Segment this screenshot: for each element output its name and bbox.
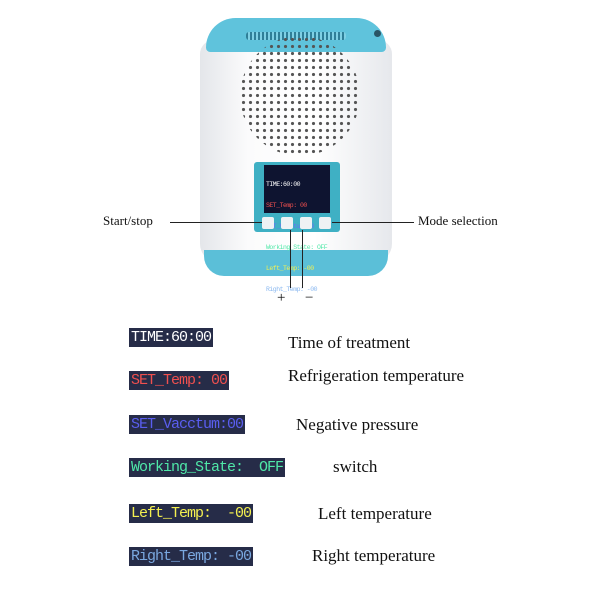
screen-line: Left_Temp: -00	[266, 265, 314, 272]
legend-desc-vacuum: Negative pressure	[296, 415, 419, 434]
legend-desc-right-temp: Right temperature	[312, 546, 436, 565]
start-stop-leader	[170, 222, 262, 223]
control-panel: TIME:60:00 SET_Temp: 00 SET_Vacctum:00 W…	[254, 162, 340, 293]
mode-button[interactable]	[319, 217, 331, 229]
minus-leader	[302, 230, 303, 288]
device-screen: TIME:60:00 SET_Temp: 00 SET_Vacctum:00 W…	[264, 165, 330, 293]
start-stop-label: Start/stop	[103, 213, 153, 228]
legend-code-set-temp: SET_Temp: 00	[129, 371, 230, 390]
mode-leader	[332, 222, 414, 223]
minus-label: −	[305, 290, 314, 306]
legend-code-vacuum: SET_Vacctum:00	[129, 415, 246, 434]
screen-line: SET_Temp: 00	[266, 202, 307, 209]
device-base	[204, 250, 388, 276]
rim-hole	[374, 30, 381, 37]
legend-code-working-state: Working_State: OFF	[129, 458, 286, 477]
device-image: TIME:60:00 SET_Temp: 00 SET_Vacctum:00 W…	[200, 14, 392, 293]
mode-selection-label: Mode selection	[418, 213, 498, 228]
plus-leader	[290, 230, 291, 288]
legend-code-right-temp: Right_Temp: -00	[129, 547, 254, 566]
legend-desc-time: Time of treatment	[288, 333, 411, 352]
legend-desc-set-temp: Refrigeration temperature	[288, 366, 465, 385]
screen-line: Right_Temp: -00	[266, 286, 318, 293]
legend-desc-working-state: switch	[333, 457, 378, 476]
legend-code-left-temp: Left_Temp: -00	[129, 504, 254, 523]
legend-code-time: TIME:60:00	[129, 328, 214, 347]
legend-desc-left-temp: Left temperature	[318, 504, 432, 523]
plus-label: +	[277, 290, 286, 306]
speaker-grille	[240, 36, 360, 156]
plus-button[interactable]	[281, 217, 293, 229]
start-stop-button[interactable]	[262, 217, 274, 229]
screen-line: TIME:60:00	[266, 181, 301, 188]
minus-button[interactable]	[300, 217, 312, 229]
screen-line: Working_State: OFF	[266, 244, 328, 251]
